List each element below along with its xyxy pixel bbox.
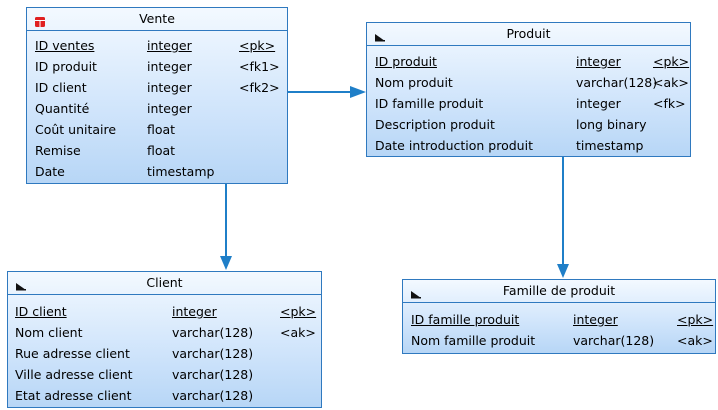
attribute-row[interactable]: Nom client varchar(128) <ak>	[8, 322, 321, 343]
entity-title: Client	[146, 275, 183, 290]
entity-famille-produit[interactable]: Famille de produit ID famille produit in…	[402, 279, 716, 354]
arrow-to-produit-icon	[350, 86, 366, 98]
attribute-row[interactable]: ID produit integer <fk1>	[27, 56, 287, 77]
entity-header: Produit	[367, 23, 690, 46]
attribute-key: <ak>	[653, 75, 689, 90]
attribute-row[interactable]: ID client integer <fk2>	[27, 77, 287, 98]
attribute-key: <pk>	[653, 54, 690, 69]
attribute-name: ID famille produit	[411, 312, 520, 327]
attribute-type: long binary	[576, 117, 647, 132]
attribute-row[interactable]: Remise float	[27, 140, 287, 161]
attribute-row[interactable]: Etat adresse client varchar(128)	[8, 385, 321, 406]
attribute-row[interactable]: Nom famille produit varchar(128) <ak>	[403, 330, 715, 351]
attribute-key: <fk1>	[239, 59, 280, 74]
attribute-name: ID client	[35, 80, 87, 95]
attribute-name: Date	[35, 164, 65, 179]
attribute-type: float	[147, 122, 176, 137]
attribute-name: ID produit	[35, 59, 97, 74]
attribute-key: <ak>	[280, 325, 316, 340]
attribute-key: <ak>	[677, 333, 713, 348]
attribute-row[interactable]: Nom produit varchar(128) <ak>	[367, 72, 690, 93]
attribute-type: varchar(128)	[172, 367, 254, 382]
attribute-name: ID client	[15, 304, 67, 319]
attribute-key: <fk2>	[239, 80, 280, 95]
entity-vente[interactable]: Vente ID ventes integer <pk> ID produit …	[26, 7, 288, 184]
attribute-name: Rue adresse client	[15, 346, 130, 361]
entity-title: Vente	[139, 11, 175, 26]
attribute-name: Date introduction produit	[375, 138, 533, 153]
attribute-type: varchar(128)	[172, 346, 254, 361]
attribute-name: ID famille produit	[375, 96, 484, 111]
attribute-name: Description produit	[375, 117, 495, 132]
attribute-type: integer	[147, 38, 192, 53]
attribute-row[interactable]: Date timestamp	[27, 161, 287, 182]
attribute-type: integer	[576, 54, 621, 69]
attribute-name: Coût unitaire	[35, 122, 117, 137]
attribute-type: integer	[172, 304, 217, 319]
attribute-name: Nom produit	[375, 75, 453, 90]
attribute-name: Remise	[35, 143, 81, 158]
attribute-row[interactable]: Description produit long binary	[367, 114, 690, 135]
attribute-type: integer	[576, 96, 621, 111]
entity-icon	[410, 285, 422, 299]
attribute-name: Ville adresse client	[15, 367, 133, 382]
attribute-type: timestamp	[147, 164, 215, 179]
attribute-row[interactable]: Date introduction produit timestamp	[367, 135, 690, 156]
entity-title: Famille de produit	[502, 283, 616, 298]
attribute-type: timestamp	[576, 138, 644, 153]
attribute-name: Etat adresse client	[15, 388, 132, 403]
entity-header: Client	[8, 272, 321, 295]
attribute-type: integer	[147, 101, 192, 116]
entity-produit[interactable]: Produit ID produit integer <pk> Nom prod…	[366, 22, 691, 157]
attribute-key: <fk>	[653, 96, 686, 111]
attribute-name: ID ventes	[35, 38, 95, 53]
attribute-key: <pk>	[239, 38, 276, 53]
attribute-type: varchar(128)	[576, 75, 658, 90]
attribute-name: Quantité	[35, 101, 90, 116]
attribute-row[interactable]: Coût unitaire float	[27, 119, 287, 140]
attribute-type: varchar(128)	[172, 388, 254, 403]
attribute-name: Nom client	[15, 325, 83, 340]
arrow-to-famille-icon	[557, 264, 569, 278]
attribute-type: integer	[147, 59, 192, 74]
entity-title: Produit	[506, 26, 551, 41]
attribute-name: ID produit	[375, 54, 437, 69]
attribute-type: integer	[147, 80, 192, 95]
attribute-row[interactable]: ID famille produit integer <pk>	[403, 309, 715, 330]
table-red-icon	[34, 13, 46, 27]
attribute-key: <pk>	[677, 312, 714, 327]
entity-icon	[374, 28, 386, 42]
attribute-row[interactable]: ID famille produit integer <fk>	[367, 93, 690, 114]
attribute-row[interactable]: ID ventes integer <pk>	[27, 35, 287, 56]
attribute-row[interactable]: ID client integer <pk>	[8, 301, 321, 322]
arrow-to-client-icon	[220, 256, 232, 270]
entity-client[interactable]: Client ID client integer <pk> Nom client…	[7, 271, 322, 408]
attribute-name: Nom famille produit	[411, 333, 536, 348]
attribute-type: varchar(128)	[573, 333, 655, 348]
attribute-type: integer	[573, 312, 618, 327]
attribute-row[interactable]: Ville adresse client varchar(128)	[8, 364, 321, 385]
entity-icon	[15, 277, 27, 291]
attribute-row[interactable]: Quantité integer	[27, 98, 287, 119]
attribute-type: varchar(128)	[172, 325, 254, 340]
entity-header: Famille de produit	[403, 280, 715, 303]
attribute-key: <pk>	[280, 304, 317, 319]
attribute-row[interactable]: ID produit integer <pk>	[367, 51, 690, 72]
attribute-type: float	[147, 143, 176, 158]
attribute-row[interactable]: Rue adresse client varchar(128)	[8, 343, 321, 364]
entity-header: Vente	[27, 8, 287, 31]
